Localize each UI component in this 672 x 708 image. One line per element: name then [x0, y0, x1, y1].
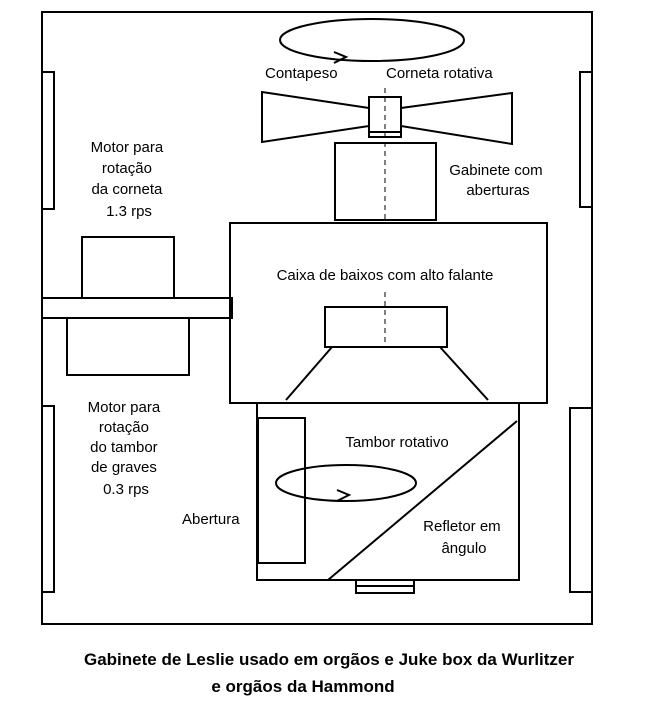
label-contapeso: Contapeso [265, 65, 338, 82]
label-corneta-rotativa: Corneta rotativa [386, 65, 493, 82]
drum-rotation-arrow [336, 489, 352, 502]
horn-left-flare [261, 90, 370, 144]
label-abertura: Abertura [182, 511, 240, 528]
caption-line-2: e orgãos da Hammond [211, 677, 394, 696]
vent-bottom-left [41, 405, 55, 593]
drum-motor [66, 317, 190, 376]
caption-line-1: Gabinete de Leslie usado em orgãos e Juk… [84, 650, 574, 669]
label-motor-corneta: Motor para rotação da corneta 1.3 rps [91, 139, 168, 220]
horn-right-flare [400, 91, 513, 146]
angled-reflector [327, 420, 518, 581]
bass-speaker-box [229, 222, 548, 404]
bass-speaker-magnet [324, 306, 448, 348]
drum-rotation-ellipse [275, 464, 417, 502]
vent-top-left [41, 71, 55, 210]
shelf [41, 297, 233, 319]
horn-rotation-ellipse [279, 18, 465, 62]
drum-opening [257, 417, 306, 564]
label-motor-tambor: Motor para rotação do tambor de graves 0… [88, 399, 165, 498]
bass-speaker-cone [285, 346, 489, 401]
vent-top-right [579, 71, 593, 208]
label-gabinete-com-aberturas: Gabinete com aberturas [449, 162, 547, 199]
horn-rotation-arrow [333, 51, 349, 64]
label-caixa-de-baixos: Caixa de baixos com alto falante [277, 267, 494, 284]
horn-motor [81, 236, 175, 299]
label-tambor-rotativo: Tambor rotativo [345, 434, 448, 451]
label-refletor: Refletor em ângulo [423, 518, 505, 557]
vent-bottom-right [569, 407, 593, 593]
